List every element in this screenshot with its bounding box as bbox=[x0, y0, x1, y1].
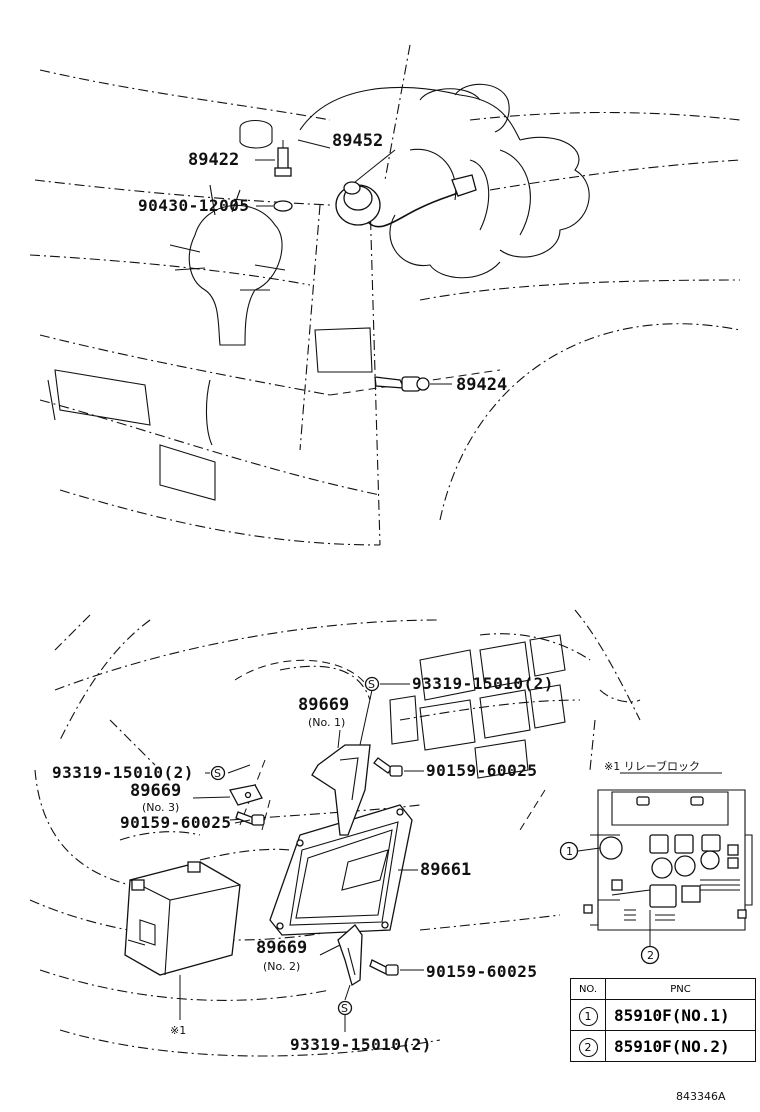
nut-symbol-top: S bbox=[364, 676, 380, 692]
row-no: 2 bbox=[578, 1037, 598, 1057]
upper-illustration bbox=[29, 44, 741, 546]
pnc-table-header: NO. PNC bbox=[570, 978, 756, 1000]
label-89422: 89422 bbox=[188, 150, 239, 170]
catalog-code: 843346A bbox=[676, 1090, 726, 1103]
label-90430-12005: 90430-12005 bbox=[138, 196, 249, 215]
label-mark-1: ※1 bbox=[170, 1024, 186, 1037]
label-89424: 89424 bbox=[456, 375, 507, 395]
gasket-washer bbox=[273, 200, 293, 212]
sensor-89424 bbox=[374, 376, 430, 392]
horn-assembly bbox=[335, 174, 477, 228]
table-row: 2 85910F(NO.2) bbox=[570, 1030, 756, 1062]
label-90159-a: 90159-60025 bbox=[426, 761, 537, 780]
label-93319-top: 93319-15010(2) bbox=[412, 674, 554, 693]
bolt-a bbox=[373, 757, 403, 777]
sensor-89422 bbox=[274, 140, 292, 177]
label-89452: 89452 bbox=[332, 131, 383, 151]
bolt-b bbox=[235, 811, 265, 826]
row-pnc: 85910F(NO.1) bbox=[605, 999, 756, 1031]
label-90159-b: 90159-60025 bbox=[120, 813, 231, 832]
nut-symbol-left: S bbox=[210, 765, 226, 781]
relay-block-housing bbox=[124, 861, 241, 1020]
label-89669-no1-sub: (No. 1) bbox=[308, 716, 345, 729]
svg-text:S: S bbox=[368, 678, 375, 691]
bracket-89669-no2 bbox=[337, 924, 363, 987]
bolt-c bbox=[369, 959, 399, 976]
header-pnc: PNC bbox=[605, 978, 756, 1000]
label-89669-no3: 89669 bbox=[130, 781, 181, 801]
label-89669-no1: 89669 bbox=[298, 695, 349, 715]
bracket-89669-no3 bbox=[229, 784, 263, 806]
label-89669-no3-sub: (No. 3) bbox=[142, 801, 179, 814]
callout-1: 1 bbox=[566, 845, 573, 858]
callout-2: 2 bbox=[647, 949, 654, 962]
pnc-table: NO. PNC 1 85910F(NO.1) 2 85910F(NO.2) bbox=[570, 978, 756, 1062]
svg-text:S: S bbox=[341, 1002, 348, 1015]
row-no: 1 bbox=[578, 1006, 598, 1026]
relay-block-title: ※1 リレーブロック bbox=[604, 759, 700, 773]
label-93319-bottom: 93319-15010(2) bbox=[290, 1035, 432, 1054]
table-row: 1 85910F(NO.1) bbox=[570, 999, 756, 1031]
label-89669-no2: 89669 bbox=[256, 938, 307, 958]
ecu-89661 bbox=[269, 804, 413, 936]
label-89661: 89661 bbox=[420, 860, 471, 880]
nut-symbol-bottom: S bbox=[337, 1000, 353, 1016]
relay-block-detail: ※1 リレーブロック 1 2 bbox=[559, 759, 753, 965]
label-93319-left: 93319-15010(2) bbox=[52, 763, 194, 782]
svg-text:S: S bbox=[214, 767, 221, 780]
lower-illustration: S S S bbox=[29, 609, 641, 1057]
bracket-89669-no1 bbox=[311, 744, 371, 836]
label-89669-no2-sub: (No. 2) bbox=[263, 960, 300, 973]
header-no: NO. bbox=[570, 978, 606, 1000]
row-pnc: 85910F(NO.2) bbox=[605, 1030, 756, 1062]
label-90159-c: 90159-60025 bbox=[426, 962, 537, 981]
